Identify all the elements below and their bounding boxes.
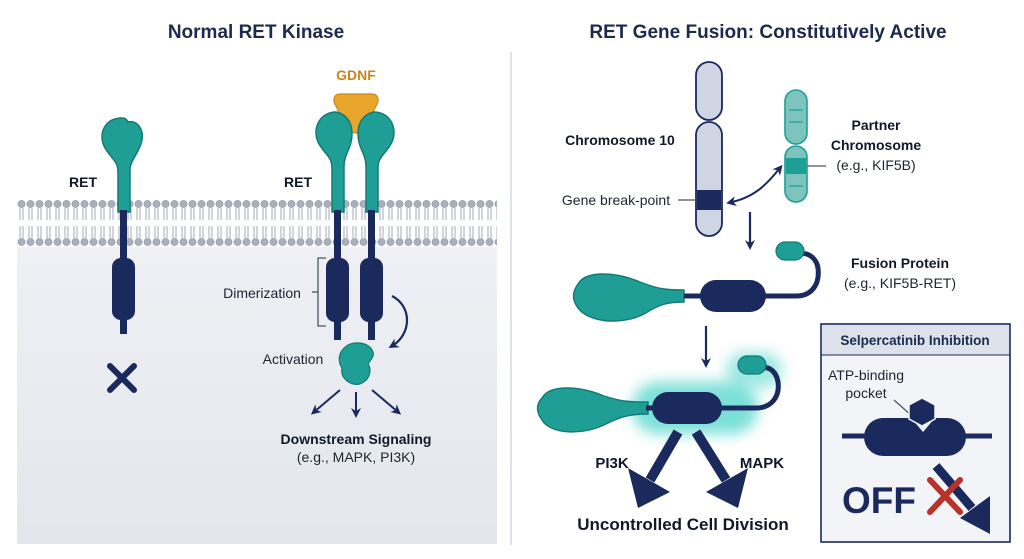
fusion-example: (e.g., KIF5B-RET): [844, 275, 956, 291]
pi3k-arrow-icon: [628, 429, 683, 508]
inhibited-kinase-domain: [864, 418, 966, 456]
partner-label-line1: Partner: [851, 117, 901, 133]
fusion-title: Fusion Protein: [851, 255, 949, 271]
partner-chromosome: [784, 89, 808, 203]
activated-kinase: [338, 342, 374, 385]
downstream-title: Downstream Signaling: [281, 431, 432, 447]
left-panel-title: Normal RET Kinase: [168, 22, 344, 43]
right-panel: RET Gene Fusion: Constitutively Active C…: [536, 22, 1011, 543]
activation-arrow-icon: [388, 295, 408, 349]
active-fusion-protein: [536, 352, 782, 434]
breakpoint-label: Gene break-point: [562, 192, 670, 208]
cell-membrane: [17, 199, 497, 247]
cytoplasm-region: [17, 247, 497, 544]
outcome-label: Uncontrolled Cell Division: [577, 515, 789, 534]
ret-dimer-receptor-right: [357, 111, 395, 340]
ret-label-dimer: RET: [284, 174, 312, 190]
chromosome-10: [695, 61, 723, 237]
activation-label: Activation: [263, 351, 324, 367]
mapk-arrow-icon: [691, 429, 748, 508]
right-panel-title: RET Gene Fusion: Constitutively Active: [589, 22, 946, 43]
downstream-subtitle: (e.g., MAPK, PI3K): [297, 449, 415, 465]
mapk-label: MAPK: [740, 455, 784, 472]
gdnf-label: GDNF: [336, 67, 376, 83]
chromosome-10-label: Chromosome 10: [565, 132, 675, 148]
inhibit-x-icon: [927, 477, 963, 515]
pi3k-label: PI3K: [595, 455, 629, 472]
block-x-icon: [107, 363, 137, 393]
ret-monomer-receptor: [101, 117, 144, 334]
dimerization-label: Dimerization: [223, 285, 301, 301]
gene-breakpoint-band: [697, 190, 721, 210]
pocket-label-line1: ATP-binding: [828, 367, 904, 383]
ret-label-monomer: RET: [69, 174, 97, 190]
inhibition-box: Selpercatinib Inhibition ATP-binding poc…: [820, 323, 1011, 543]
left-panel: Normal RET Kinase RET GDNF: [17, 22, 497, 544]
fusion-protein: [572, 241, 821, 322]
partner-example: (e.g., KIF5B): [836, 157, 915, 173]
partner-label-line2: Chromosome: [831, 137, 921, 153]
ret-dimer-receptor-left: [315, 111, 353, 340]
pocket-label-line2: pocket: [845, 385, 886, 401]
inhibition-title: Selpercatinib Inhibition: [840, 333, 989, 348]
selpercatinib-drug: [908, 397, 936, 427]
translocation-arrow-icon: [726, 164, 783, 206]
downstream-arrows: [310, 389, 402, 418]
off-label: OFF: [842, 480, 916, 521]
